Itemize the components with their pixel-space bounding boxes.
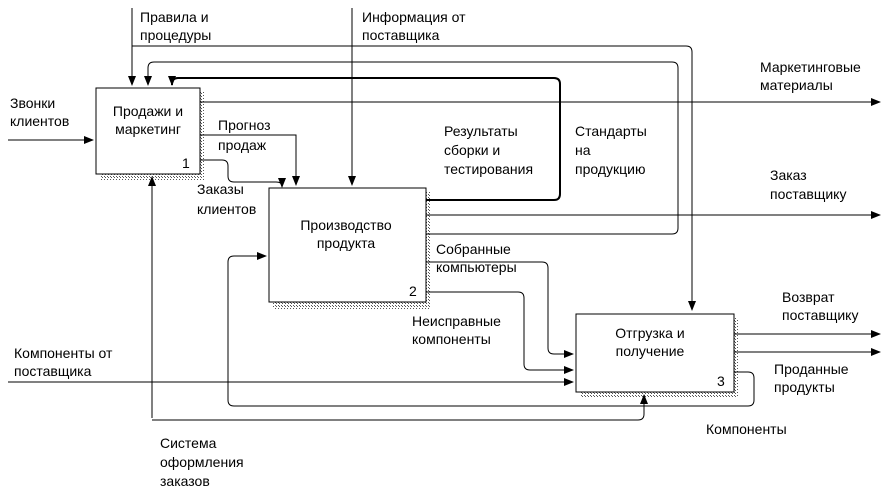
arrow-client-orders[interactable] — [200, 159, 286, 188]
label-line: Заказ — [770, 167, 807, 183]
arrow-test-results[interactable] — [168, 76, 561, 201]
box-frame — [575, 313, 735, 393]
box-title-line: Продажи и — [113, 103, 183, 119]
label-line: компьютеры — [436, 259, 517, 275]
label-line: Информация от — [362, 9, 466, 25]
label-line: продукцию — [575, 161, 645, 177]
label-line: продаж — [218, 137, 267, 153]
box-title-line: получение — [616, 343, 685, 359]
label-return: Возврат поставщику — [782, 289, 858, 323]
label-line: заказов — [160, 473, 210, 489]
label-line: тестирования — [444, 161, 533, 177]
label-line: Результаты — [444, 123, 518, 139]
arrow-faulty[interactable] — [426, 291, 574, 374]
box-title-line: продукта — [317, 235, 376, 251]
label-line: клиентов — [197, 201, 256, 217]
label-line: оформления — [160, 454, 244, 470]
label-line: на — [575, 142, 591, 158]
arrow-order-system-branch[interactable] — [152, 394, 648, 421]
label-test-results: Результаты сборки и тестирования — [444, 123, 533, 177]
label-supplier-order: Заказ поставщику — [770, 167, 846, 202]
label-line: Заказы — [197, 181, 244, 197]
label-marketing-materials: Маркетинговые материалы — [760, 59, 861, 93]
label-forecast: Прогноз продаж — [218, 117, 271, 153]
label-line: материалы — [760, 77, 833, 93]
label-line: Компоненты от — [14, 345, 113, 361]
label-line: продукты — [774, 379, 835, 395]
label-line: Система — [160, 435, 217, 451]
label-line: процедуры — [140, 27, 211, 43]
box-number: 3 — [717, 373, 725, 389]
box-production[interactable]: Производство продукта 2 — [268, 187, 430, 309]
label-line: Проданные — [774, 361, 849, 377]
label-line: сборки и — [444, 142, 500, 158]
arrow-standards[interactable] — [144, 61, 679, 235]
label-line: компоненты — [412, 331, 491, 347]
label-standards: Стандарты на продукцию — [575, 123, 647, 177]
label-line: Прогноз — [218, 117, 271, 133]
label-client-orders: Заказы клиентов — [197, 181, 256, 217]
box-frame — [95, 87, 201, 175]
box-frame — [268, 187, 427, 303]
label-line: Стандарты — [575, 123, 647, 139]
label-line: Правила и — [140, 9, 209, 25]
label-line: Компоненты — [706, 421, 787, 437]
label-supplier-info: Информация от поставщика — [362, 9, 466, 43]
label-rules: Правила и процедуры — [140, 9, 211, 43]
label-faulty: Неисправные компоненты — [412, 313, 501, 347]
arrow-forecast[interactable] — [200, 134, 300, 186]
label-line: поставщику — [782, 307, 858, 323]
box-number: 1 — [182, 155, 190, 171]
label-client-calls: Звонки клиентов — [10, 95, 69, 129]
box-title-line: Производство — [300, 217, 391, 233]
label-line: Неисправные — [412, 313, 501, 329]
label-line: Собранные — [436, 241, 511, 257]
box-title-line: Отгрузка и — [615, 325, 684, 341]
label-assembled: Собранные компьютеры — [436, 241, 517, 275]
label-components-from-supplier: Компоненты от поставщика — [14, 345, 113, 379]
label-line: Маркетинговые — [760, 59, 861, 75]
box-title-line: маркетинг — [115, 121, 181, 137]
arrow-rules-branch[interactable] — [132, 45, 696, 311]
label-line: клиентов — [10, 113, 69, 129]
label-order-system: Система оформления заказов — [160, 435, 244, 489]
label-line: Возврат — [782, 289, 835, 305]
box-shipping[interactable]: Отгрузка и получение 3 — [575, 313, 738, 398]
label-line: Звонки — [10, 95, 55, 111]
box-number: 2 — [409, 283, 417, 299]
box-sales-marketing[interactable]: Продажи и маркетинг 1 — [95, 87, 204, 180]
arrow-components-loop[interactable] — [227, 252, 755, 407]
label-line: поставщика — [362, 27, 440, 43]
label-line: поставщика — [14, 363, 92, 379]
label-line: поставщику — [770, 186, 846, 202]
label-components: Компоненты — [706, 421, 787, 437]
label-sold: Проданные продукты — [774, 361, 849, 395]
arrow-assembled[interactable] — [426, 261, 574, 358]
